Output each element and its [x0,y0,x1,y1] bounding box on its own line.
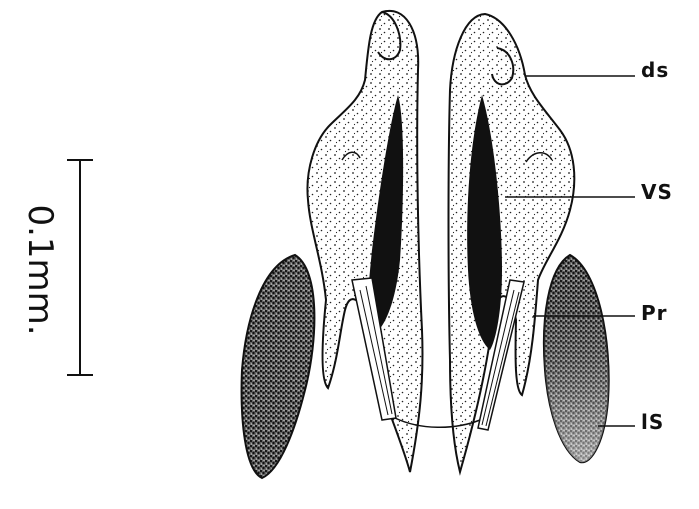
left-lateral-spicule [242,255,315,478]
label-dorsal-spicule: ds [641,58,669,82]
right-lateral-spicule [544,255,609,462]
label-vs: VS [641,180,673,204]
scale-bar-label: 0.1mm. [20,204,60,335]
left-spicule [307,11,422,472]
scale-bar [67,160,93,375]
label-pr: Pr [641,301,668,325]
label-lateral-spicule: lS [641,410,664,434]
